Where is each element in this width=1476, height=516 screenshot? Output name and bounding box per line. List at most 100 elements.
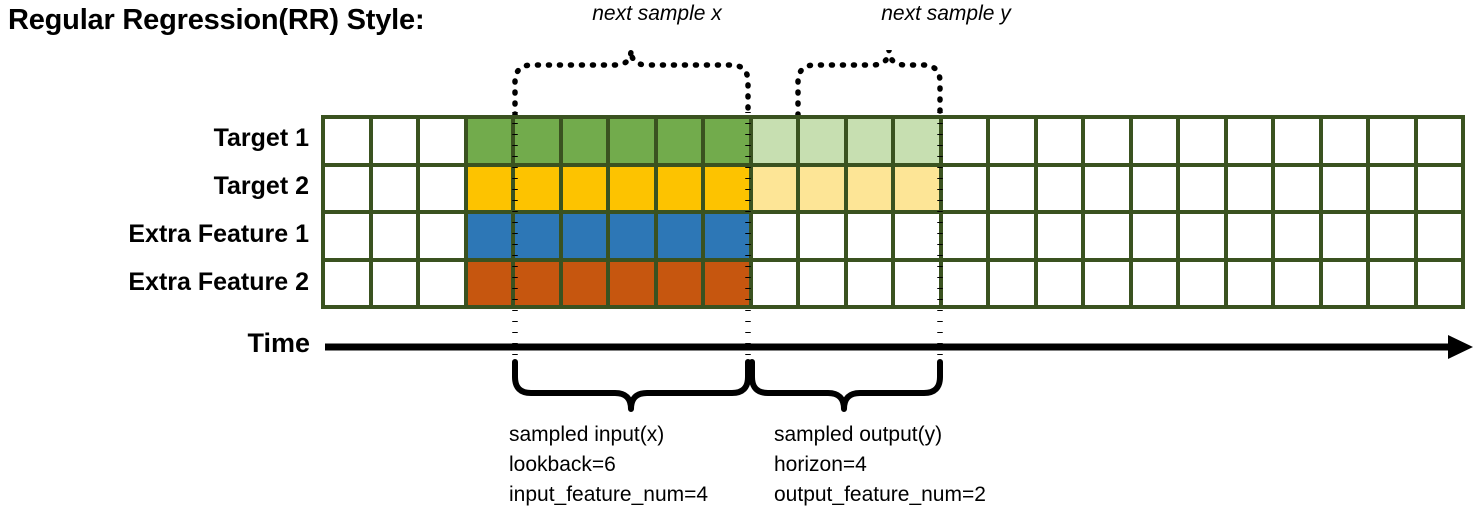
grid-cell xyxy=(610,119,654,163)
sampled-output-line-1: sampled output(y) xyxy=(774,423,943,446)
grid-cell xyxy=(800,119,844,163)
grid-cell xyxy=(467,166,511,210)
grid-cell xyxy=(1275,166,1319,210)
grid-cell xyxy=(1275,119,1319,163)
sampled-output-line-2: horizon=4 xyxy=(774,452,867,476)
grid-cell xyxy=(1132,166,1176,210)
grid-row-extra-feature-1 xyxy=(325,214,1461,258)
grid-cell xyxy=(1322,261,1366,305)
grid-cell xyxy=(1085,261,1129,305)
grid-cell xyxy=(610,166,654,210)
grid-cell xyxy=(1180,261,1224,305)
sampled-output-line-3: output_feature_num=2 xyxy=(774,482,986,506)
grid-cell xyxy=(562,166,606,210)
grid-cell xyxy=(990,261,1034,305)
grid-cell xyxy=(1417,261,1461,305)
next-sample-x-label: next sample x xyxy=(592,2,722,25)
grid-cell xyxy=(705,214,749,258)
grid-cell xyxy=(800,261,844,305)
grid-cell xyxy=(895,166,939,210)
row-label-target-2: Target 2 xyxy=(213,172,309,200)
grid-cell xyxy=(800,166,844,210)
grid-cell xyxy=(325,166,369,210)
grid-cell xyxy=(420,261,464,305)
grid-cell xyxy=(1037,261,1081,305)
grid-cell xyxy=(990,119,1034,163)
grid-cell xyxy=(1370,166,1414,210)
grid-cell xyxy=(1085,166,1129,210)
grid-cell xyxy=(1370,214,1414,258)
sampled-input-line-3: input_feature_num=4 xyxy=(509,482,709,506)
grid-cell xyxy=(1417,119,1461,163)
grid-cell xyxy=(1132,214,1176,258)
sampled-input-caption: sampled input(x) lookback=6 input_featur… xyxy=(509,420,708,509)
grid-row-target-2 xyxy=(325,166,1461,210)
grid-cell xyxy=(847,214,891,258)
grid-cell xyxy=(1227,214,1271,258)
row-label-extra-feature-1: Extra Feature 1 xyxy=(128,220,309,248)
grid-cell xyxy=(467,119,511,163)
grid-cell xyxy=(325,214,369,258)
grid-cell xyxy=(1180,214,1224,258)
grid-cell xyxy=(372,119,416,163)
page-title: Regular Regression(RR) Style: xyxy=(8,4,425,36)
grid-cell xyxy=(467,214,511,258)
grid-cell xyxy=(1227,261,1271,305)
grid-row-target-1 xyxy=(325,119,1461,163)
row-label-extra-feature-2: Extra Feature 2 xyxy=(128,268,309,296)
grid-cell xyxy=(942,119,986,163)
grid-cell xyxy=(1180,119,1224,163)
grid-cell xyxy=(1037,119,1081,163)
grid-cell xyxy=(1180,166,1224,210)
grid-cell xyxy=(1322,166,1366,210)
grid-cell xyxy=(325,119,369,163)
grid-cell xyxy=(942,166,986,210)
grid-cell xyxy=(1132,119,1176,163)
grid-cell xyxy=(467,261,511,305)
grid-cell xyxy=(895,119,939,163)
grid-cell xyxy=(657,261,701,305)
grid-cell xyxy=(1085,214,1129,258)
grid-cell xyxy=(1227,166,1271,210)
grid-cell xyxy=(705,166,749,210)
grid-cell xyxy=(372,166,416,210)
grid-cell xyxy=(990,166,1034,210)
grid-cell xyxy=(1417,214,1461,258)
grid-cell xyxy=(610,214,654,258)
grid-cell xyxy=(847,261,891,305)
grid-cell xyxy=(562,119,606,163)
grid-cell xyxy=(1370,119,1414,163)
grid-cell xyxy=(847,119,891,163)
grid-cell xyxy=(515,166,559,210)
grid-cell xyxy=(1037,214,1081,258)
grid-cell xyxy=(1370,261,1414,305)
row-label-target-1: Target 1 xyxy=(213,124,309,152)
grid-cell xyxy=(657,214,701,258)
next-sample-y-label: next sample y xyxy=(881,2,1011,25)
grid-cell xyxy=(800,214,844,258)
grid-cell xyxy=(752,119,796,163)
grid-cell xyxy=(420,214,464,258)
grid-cell xyxy=(1037,166,1081,210)
grid-cell xyxy=(562,261,606,305)
grid-cell xyxy=(942,261,986,305)
grid-cell xyxy=(325,261,369,305)
grid-cell xyxy=(515,119,559,163)
grid-cell xyxy=(1085,119,1129,163)
grid-cell xyxy=(752,261,796,305)
grid-cell xyxy=(895,261,939,305)
grid-cell xyxy=(515,261,559,305)
grid-cell xyxy=(1417,166,1461,210)
sampled-input-line-1: sampled input(x) xyxy=(509,423,665,446)
grid-row-extra-feature-2 xyxy=(325,261,1461,305)
grid-cell xyxy=(610,261,654,305)
grid-cell xyxy=(372,214,416,258)
grid-cell xyxy=(1132,261,1176,305)
sampled-output-caption: sampled output(y) horizon=4 output_featu… xyxy=(774,420,986,509)
grid-cell xyxy=(420,119,464,163)
grid-cell xyxy=(1275,261,1319,305)
grid-cell xyxy=(942,214,986,258)
sampled-input-line-2: lookback=6 xyxy=(509,452,616,476)
grid-cell xyxy=(705,261,749,305)
